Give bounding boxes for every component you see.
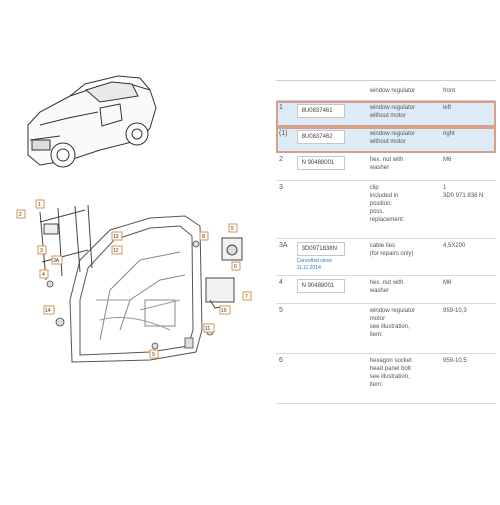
callout-13: 13 (111, 231, 123, 241)
part-number-box[interactable]: 8U0837461 (296, 104, 345, 118)
table-row[interactable]: 1 8U0837461 window regulator without mot… (276, 100, 496, 127)
callout-12: 12 (111, 245, 123, 255)
row-number: 5 (276, 303, 294, 354)
car-thumbnail (27, 75, 157, 168)
row-number: 6 (276, 353, 294, 404)
callout-9: 9 (149, 349, 159, 359)
svg-text:4: 4 (42, 272, 45, 278)
row-note: 959-10,3 (440, 303, 496, 354)
row-number: 1 (276, 100, 294, 127)
regulator-motor (205, 237, 243, 309)
callout-4: 4 (39, 269, 49, 279)
row-note: M6 (440, 152, 496, 181)
callout-5: 5 (228, 223, 238, 233)
table-row[interactable]: 5 window regulator motor see illustratio… (276, 303, 496, 354)
svg-text:9: 9 (152, 352, 155, 358)
row-note: 1 3D0 971 838 N (440, 180, 496, 239)
svg-text:7: 7 (245, 294, 248, 300)
part-number-box[interactable]: 3D0971838N (296, 242, 345, 256)
svg-text:13: 13 (113, 234, 119, 240)
part-number-box[interactable]: 8U0837462 (296, 130, 345, 144)
table-row[interactable]: 3A 3D0971838N Cancelled since 11.11.2014… (276, 238, 496, 276)
fasteners (46, 240, 214, 350)
row-description: window regulator motor see illustration,… (366, 303, 440, 354)
row-number: 4 (276, 275, 294, 304)
callout-3: 3 (37, 245, 47, 255)
row-description: hex. nut with washer (366, 152, 440, 181)
svg-text:11: 11 (205, 326, 210, 332)
row-description: hexagon socket head panel bolt see illus… (366, 353, 440, 404)
table-row[interactable]: (1) 8U0837462 window regulator without m… (276, 126, 496, 153)
callout-labels: 1 2 3 3A 4 5 6 7 8 9 10 11 12 13 14 (16, 199, 252, 359)
parts-table: window regulator front 1 8U0837461 windo… (276, 80, 496, 404)
part-number-box[interactable]: N 90488001 (296, 156, 345, 170)
table-row[interactable]: 4 N 90488001 hex. nut with washer M6 (276, 275, 496, 304)
svg-text:3A: 3A (53, 258, 60, 264)
svg-text:2: 2 (19, 212, 22, 218)
row-description: window regulator without motor (366, 100, 440, 127)
door-drawing (69, 215, 203, 363)
header-col-note: front (440, 80, 496, 101)
row-number: 2 (276, 152, 294, 181)
svg-text:6: 6 (234, 264, 237, 270)
callout-3A: 3A (51, 255, 63, 265)
callout-10: 10 (219, 305, 231, 315)
row-note: M6 (440, 275, 496, 304)
row-number: 3 (276, 180, 294, 239)
callout-2: 2 (16, 209, 26, 219)
table-header-row: window regulator front (276, 80, 496, 101)
callout-11: 11 (203, 323, 215, 333)
row-note: right (440, 126, 496, 153)
header-col-name: window regulator (366, 80, 440, 101)
callout-6: 6 (231, 261, 241, 271)
table-row[interactable]: 3 clip included in position: poss. repla… (276, 180, 496, 239)
row-description: window regulator without motor (366, 126, 440, 153)
svg-text:10: 10 (221, 308, 227, 314)
parts-illustration: 1 2 3 3A 4 5 6 7 8 9 10 11 12 13 14 (16, 75, 252, 363)
svg-text:14: 14 (45, 308, 51, 314)
svg-text:8: 8 (202, 234, 205, 240)
row-description: clip included in position: poss. replace… (366, 180, 440, 239)
parts-table-panel: window regulator front 1 8U0837461 windo… (276, 80, 496, 404)
window-regulator-rail (39, 204, 93, 281)
table-row[interactable]: 2 N 90488001 hex. nut with washer M6 (276, 152, 496, 181)
part-number-box[interactable]: N 90488001 (296, 279, 345, 293)
cancelled-note: Cancelled since 11.11.2014 (296, 258, 332, 271)
callout-7: 7 (242, 291, 252, 301)
table-row[interactable]: 6 hexagon socket head panel bolt see ill… (276, 353, 496, 404)
row-description: cable ties (for repairs only) (366, 238, 440, 276)
svg-text:3: 3 (40, 248, 43, 254)
svg-text:12: 12 (113, 248, 119, 254)
row-description: hex. nut with washer (366, 275, 440, 304)
row-note: 4,5X200 (440, 238, 496, 276)
row-number: (1) (276, 126, 294, 153)
callout-14: 14 (43, 305, 55, 315)
svg-text:5: 5 (231, 226, 234, 232)
row-note: 959-10,5 (440, 353, 496, 404)
callout-8: 8 (199, 231, 209, 241)
callout-1: 1 (35, 199, 45, 209)
exploded-view-drawing: 1 2 3 3A 4 5 6 7 8 9 10 11 12 13 14 (16, 75, 252, 363)
row-number: 3A (276, 238, 294, 276)
row-note: left (440, 100, 496, 127)
svg-text:1: 1 (38, 202, 41, 208)
